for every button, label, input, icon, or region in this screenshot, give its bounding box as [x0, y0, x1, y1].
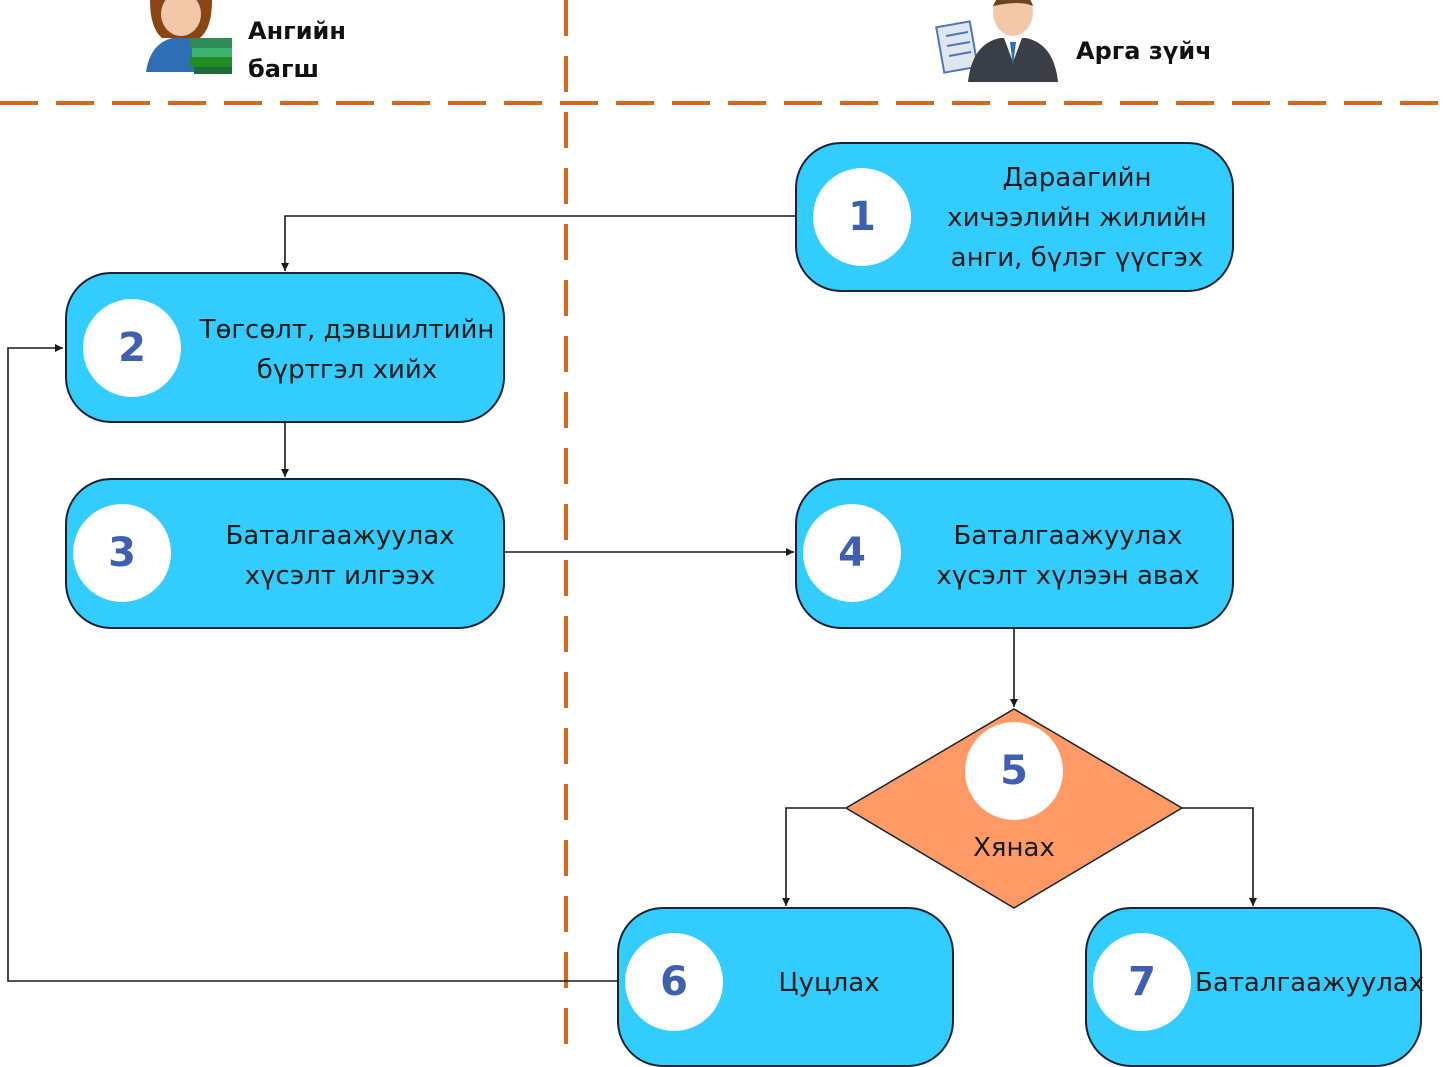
step-label: Баталгаажуулах хүсэлт хүлээн авах	[936, 521, 1200, 591]
connector-1-to-2	[281, 215, 796, 271]
lane-label-methodologist: Арга зүйч	[1076, 37, 1212, 65]
step-number-badge: 2	[83, 299, 181, 397]
process-box-step-1[interactable]: 1 Дараагийн хичээлийн жилийн анги, бүлэг…	[795, 142, 1234, 292]
step-label: Төгсөлт, дэвшилтийн бүртгэл хийх	[199, 315, 495, 385]
connector-5-to-6	[782, 807, 848, 906]
step-label: Цуцлах	[778, 968, 880, 998]
process-box-step-2[interactable]: 2 Төгсөлт, дэвшилтийн бүртгэл хийх	[65, 272, 505, 423]
step-number-badge: 4	[803, 504, 901, 602]
methodologist-icon	[935, 0, 1058, 82]
connector-6-to-2	[7, 344, 617, 982]
process-box-step-4[interactable]: 4 Баталгаажуулах хүсэлт хүлээн авах	[795, 478, 1234, 629]
process-box-step-7[interactable]: 7 Баталгаажуулах	[1085, 907, 1425, 1067]
step-number-badge: 3	[73, 504, 171, 602]
step-number-badge: 7	[1093, 933, 1191, 1031]
process-box-step-6[interactable]: 6 Цуцлах	[617, 907, 954, 1067]
step-label: Баталгаажуулах хүсэлт илгээх	[225, 521, 455, 591]
connector-5-to-7	[1180, 807, 1257, 906]
step-label: Баталгаажуулах	[1195, 968, 1425, 998]
step-number-badge: 1	[813, 168, 911, 266]
teacher-icon	[146, 0, 232, 74]
step-number-badge: 5	[965, 722, 1063, 820]
decision-label: Хянах	[973, 833, 1055, 863]
step-label: Дараагийн хичээлийн жилийн анги, бүлэг ү…	[947, 163, 1207, 273]
process-box-step-3[interactable]: 3 Баталгаажуулах хүсэлт илгээх	[65, 478, 505, 629]
lane-label-teacher: Ангийн багш	[248, 17, 346, 83]
step-number-badge: 6	[625, 933, 723, 1031]
